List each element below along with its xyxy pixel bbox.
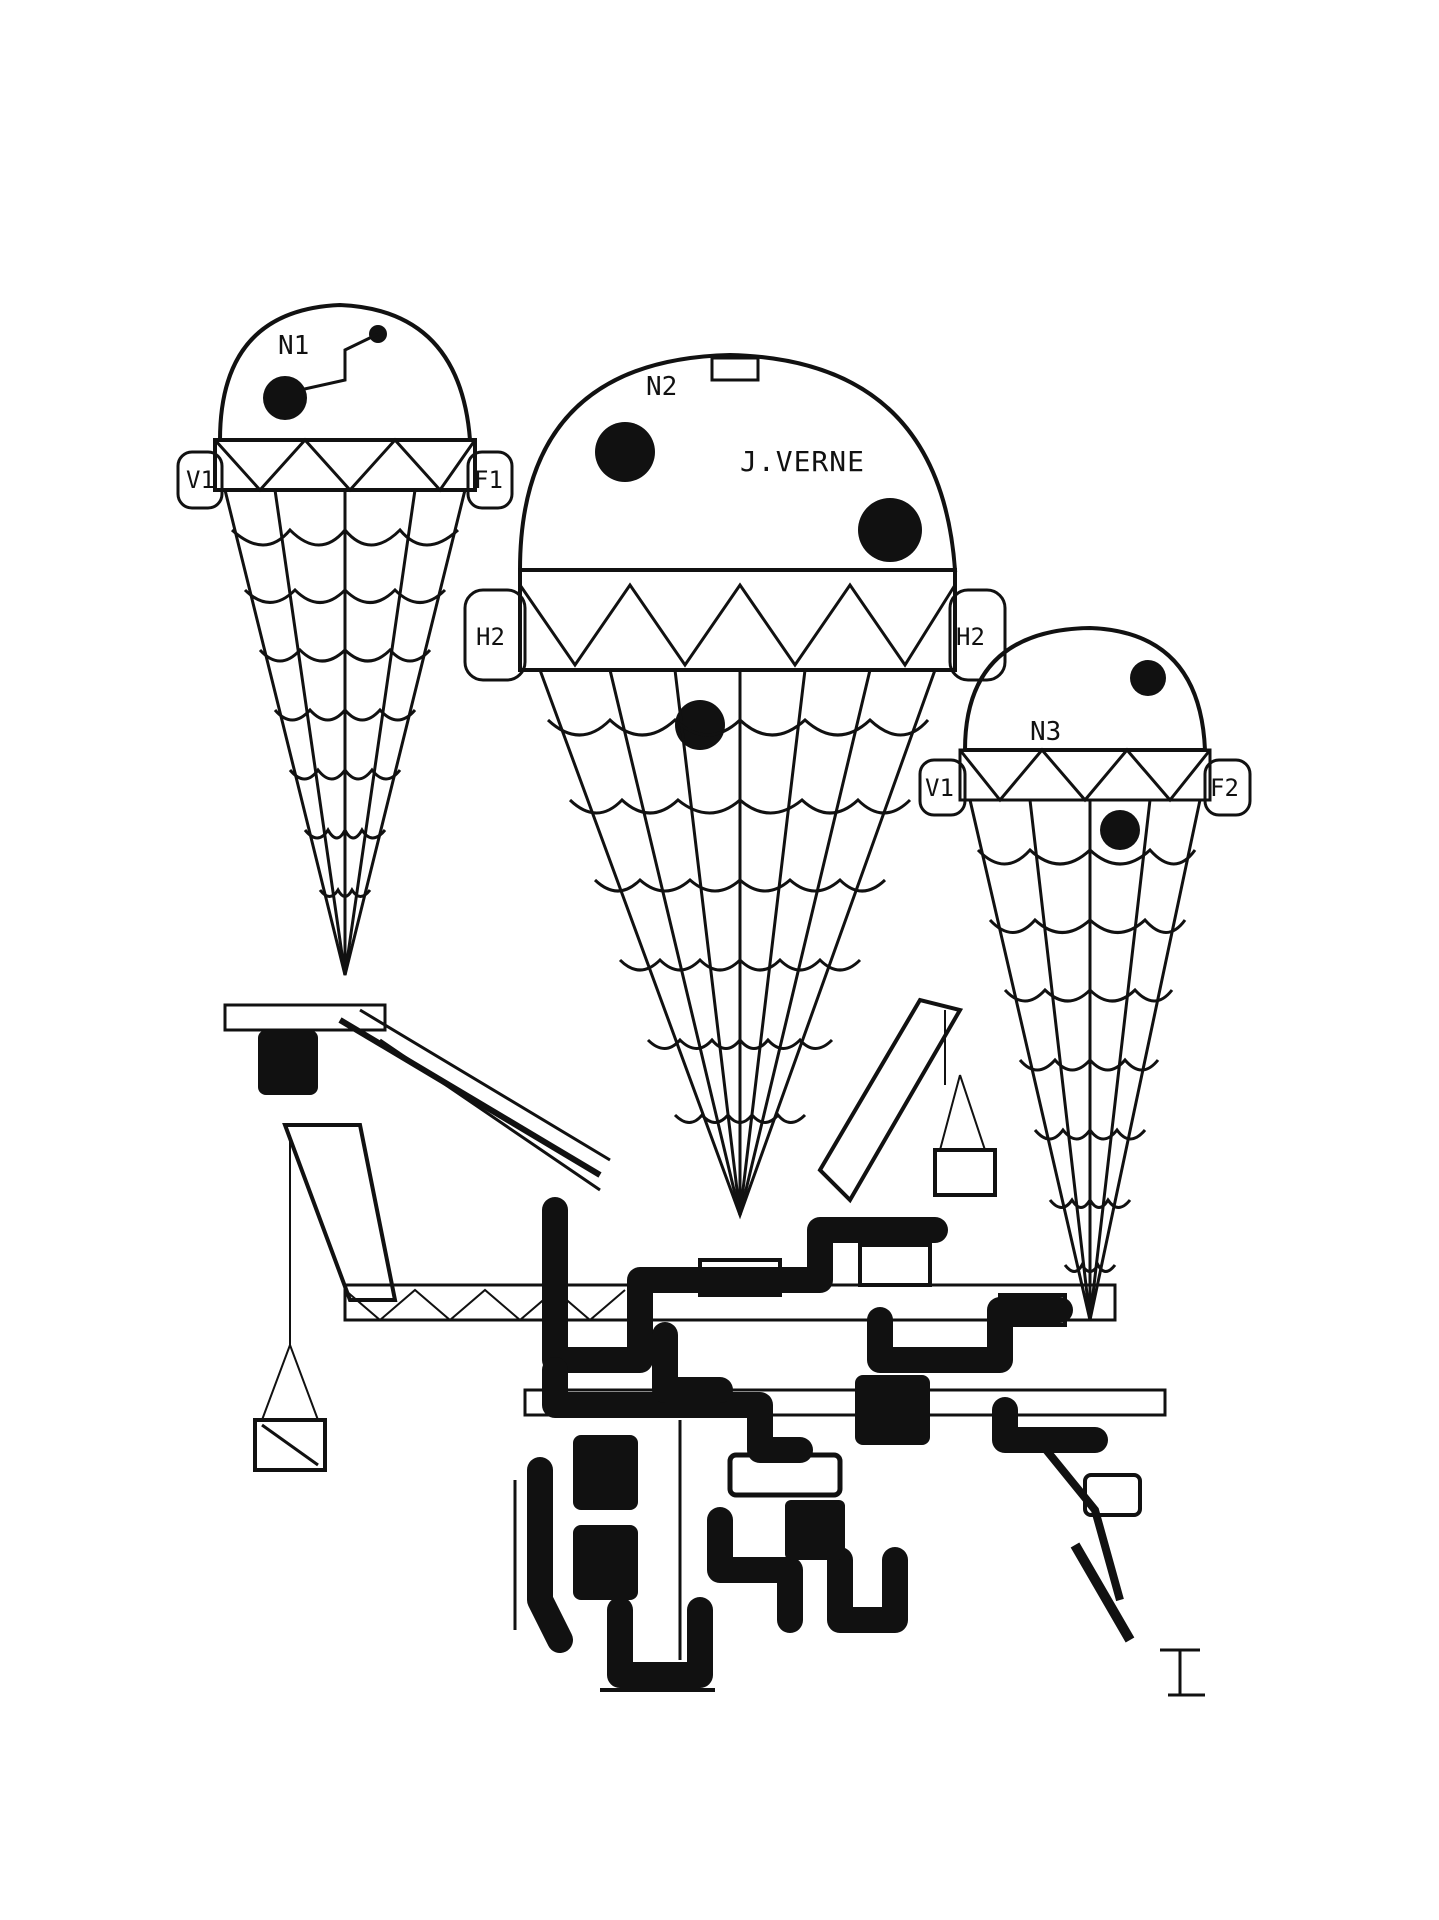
- balloon-n3-pod-left: V1: [918, 758, 967, 817]
- balloon-n1-vent-icon: [263, 376, 307, 420]
- engine-block-1: [573, 1435, 638, 1510]
- balloon-n3-vent-icon: [1130, 660, 1166, 696]
- svg-text:V1: V1: [186, 466, 215, 494]
- balloon-n2: N2 J.VERNE H2 H2: [463, 352, 1007, 1220]
- balloon-n3: N3 V1 F2: [918, 625, 1252, 1321]
- balloon-n1-label: N1: [278, 331, 309, 361]
- balloon-n1-dome: [217, 302, 473, 442]
- balloon-n2-pod-right: H2: [948, 588, 1007, 682]
- left-crate: [253, 1418, 327, 1472]
- balloon-n3-pod-right: F2: [1203, 758, 1252, 817]
- balloon-n3-frame: [958, 748, 1212, 802]
- engine-block-3: [855, 1375, 930, 1445]
- balloon-n2-vent-icon-lower: [675, 700, 725, 750]
- right-crate: [933, 1148, 997, 1197]
- right-engine: [998, 1293, 1067, 1327]
- svg-text:V1: V1: [925, 774, 954, 802]
- svg-text:F1: F1: [474, 466, 503, 494]
- balloon-n2-name: J.VERNE: [740, 445, 865, 478]
- right-arm-engine: [1083, 1473, 1142, 1517]
- svg-text:F2: F2: [1210, 774, 1239, 802]
- gauge-box: [858, 1243, 932, 1287]
- balloon-n2-pod-left: H2: [463, 588, 527, 682]
- balloon-n1: N1 V1 F1: [176, 302, 514, 976]
- balloon-n1-pod-left: V1: [176, 450, 224, 510]
- balloon-n1-net: [223, 489, 467, 976]
- balloon-n2-vent-icon-left: [595, 422, 655, 482]
- left-engine-block: [258, 1030, 318, 1095]
- engine-block-4: [785, 1500, 845, 1560]
- engine-block-5: [727, 1452, 843, 1498]
- balloon-n2-vent-icon-right: [858, 498, 922, 562]
- balloon-n2-dome: [517, 352, 958, 572]
- balloon-n3-dome: [962, 625, 1208, 752]
- engine-block-2: [573, 1525, 638, 1600]
- balloon-n3-label: N3: [1030, 717, 1061, 747]
- balloon-n1-pod-right: F1: [466, 450, 514, 510]
- balloon-n3-net: [968, 799, 1202, 1321]
- artist-signature: I: [1160, 1648, 1205, 1697]
- svg-text:H2: H2: [476, 623, 505, 651]
- balloon-n2-net: [538, 669, 937, 1220]
- balloon-n3-vent-icon-lower: [1100, 810, 1140, 850]
- pipe-machinery: [223, 997, 1167, 1692]
- balloon-n2-top-panel-icon: [710, 356, 760, 382]
- balloon-n2-label: N2: [646, 372, 677, 402]
- svg-text:H2: H2: [956, 623, 985, 651]
- control-panel: [698, 1258, 782, 1297]
- balloon-n2-frame: [518, 568, 957, 672]
